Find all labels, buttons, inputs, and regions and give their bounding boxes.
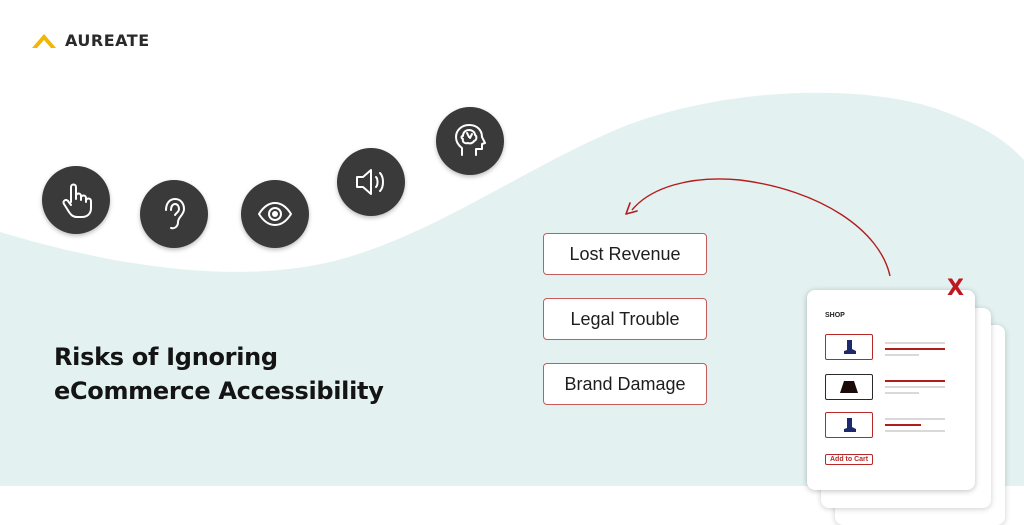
add-to-cart-button[interactable]: Add to Cart	[825, 454, 874, 465]
speaker-icon	[337, 148, 405, 216]
page-title-line-1: Risks of Ignoring	[54, 343, 278, 371]
boot-icon	[844, 340, 856, 354]
risk-legal-trouble: Legal Trouble	[543, 298, 707, 340]
ear-icon	[140, 180, 208, 248]
pointing-hand-icon	[42, 166, 110, 234]
close-icon[interactable]: X	[947, 276, 964, 301]
product-thumb-boot-1[interactable]	[825, 334, 873, 360]
shop-title: SHOP	[825, 312, 845, 319]
product-thumb-skirt[interactable]	[825, 374, 873, 400]
page-title-line-2: eCommerce Accessibility	[54, 377, 384, 405]
risk-brand-damage: Brand Damage	[543, 363, 707, 405]
eye-icon	[241, 180, 309, 248]
product-thumb-boot-2[interactable]	[825, 412, 873, 438]
logo-chevron-icon	[32, 34, 56, 48]
brand-logo[interactable]: AUREATE	[31, 30, 150, 50]
skirt-icon	[840, 381, 858, 393]
shop-card: SHOP Add to Cart	[807, 290, 975, 490]
risk-lost-revenue: Lost Revenue	[543, 233, 707, 275]
brand-name: AUREATE	[65, 30, 150, 50]
page-title: Risks of Ignoring eCommerce Accessibilit…	[54, 340, 414, 408]
boot-icon-2	[844, 418, 856, 432]
brain-head-icon	[436, 107, 504, 175]
